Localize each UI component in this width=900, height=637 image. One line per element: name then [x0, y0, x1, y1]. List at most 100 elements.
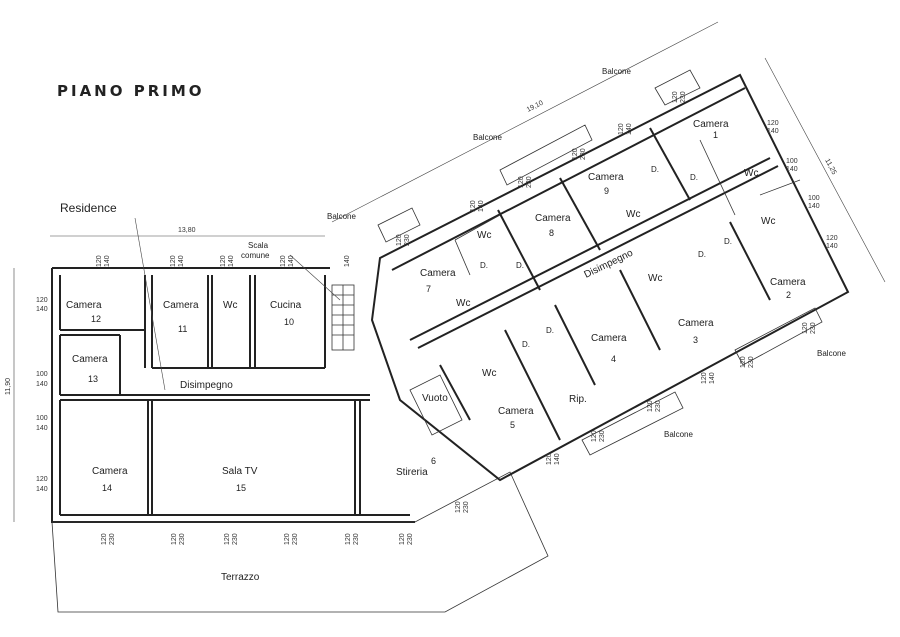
svg-text:230: 230	[109, 533, 116, 545]
room-cucina-10-label: Cucina	[270, 300, 302, 311]
room-wc-1-label: Wc	[744, 168, 758, 179]
room-camera-7-label: Camera	[420, 268, 456, 279]
svg-text:140: 140	[36, 425, 48, 432]
room-sala-tv-label: Sala TV	[222, 466, 258, 477]
room-d-5-label: D.	[698, 250, 706, 259]
svg-text:120: 120	[740, 356, 747, 368]
svg-text:140: 140	[36, 381, 48, 388]
svg-text:140: 140	[826, 243, 838, 250]
room-rip-label: Rip.	[569, 394, 587, 405]
svg-text:230: 230	[655, 400, 662, 412]
svg-text:120: 120	[470, 200, 477, 212]
svg-text:100: 100	[786, 158, 798, 165]
balcony-label-2: Balcone	[473, 133, 502, 142]
page-title: PIANO PRIMO	[57, 82, 205, 100]
room-camera-13-label: Camera	[72, 354, 108, 365]
svg-text:230: 230	[526, 176, 533, 188]
svg-text:140: 140	[554, 453, 561, 465]
svg-text:120: 120	[647, 400, 654, 412]
svg-text:230: 230	[404, 234, 411, 246]
svg-text:140: 140	[344, 255, 351, 267]
room-d-2-label: D.	[516, 261, 524, 270]
room-wc-9-label: Wc	[626, 209, 640, 220]
balconies	[377, 69, 823, 456]
room-camera-14-num: 14	[102, 483, 112, 493]
vuoto-outline	[409, 374, 463, 436]
room-camera-3-num: 3	[693, 335, 698, 345]
svg-text:120: 120	[591, 430, 598, 442]
room-camera-12-label: Camera	[66, 300, 102, 311]
svg-text:120: 120	[345, 533, 352, 545]
room-wc-3-label: Wc	[648, 273, 662, 284]
annotations: Residence Scala comune 13,80 11,90 19,10…	[5, 100, 837, 395]
room-camera-7-num: 7	[426, 284, 431, 294]
room-d-6-label: D.	[724, 237, 732, 246]
left-width-dim: 13,80	[178, 227, 196, 234]
svg-text:120: 120	[36, 297, 48, 304]
svg-text:120: 120	[224, 533, 231, 545]
svg-text:230: 230	[680, 91, 687, 103]
svg-text:100: 100	[36, 415, 48, 422]
svg-text:120: 120	[672, 91, 679, 103]
svg-text:140: 140	[104, 255, 111, 267]
svg-text:140: 140	[808, 203, 820, 210]
balcony-label-5: Balcone	[664, 430, 693, 439]
svg-text:140: 140	[36, 306, 48, 313]
room-camera-2-label: Camera	[770, 277, 806, 288]
left-height-dim: 11,90	[5, 378, 12, 395]
room-camera-3-label: Camera	[678, 318, 714, 329]
svg-text:230: 230	[179, 533, 186, 545]
room-cucina-10-num: 10	[284, 317, 294, 327]
svg-text:120: 120	[618, 123, 625, 135]
comune-label: comune	[241, 251, 270, 260]
room-d-4-label: D.	[690, 173, 698, 182]
svg-text:120: 120	[518, 176, 525, 188]
room-labels: Camera 12 Camera 11 Wc Cucina 10 Camera …	[66, 119, 806, 583]
room-d-3-label: D.	[651, 165, 659, 174]
svg-text:120: 120	[826, 235, 838, 242]
room-camera-4-label: Camera	[591, 333, 627, 344]
svg-text:120: 120	[455, 501, 462, 513]
svg-text:230: 230	[463, 501, 470, 513]
svg-text:100: 100	[36, 371, 48, 378]
room-camera-11-label: Camera	[163, 300, 199, 311]
svg-text:120: 120	[701, 372, 708, 384]
svg-text:230: 230	[810, 322, 817, 334]
room-camera-1-label: Camera	[693, 119, 729, 130]
svg-text:120: 120	[284, 533, 291, 545]
room-camera-1-num: 1	[713, 130, 718, 140]
svg-text:120: 120	[396, 234, 403, 246]
svg-text:120: 120	[171, 533, 178, 545]
svg-text:230: 230	[580, 148, 587, 160]
svg-text:120: 120	[220, 255, 227, 267]
residence-label: Residence	[60, 201, 117, 215]
room-d-1-label: D.	[480, 261, 488, 270]
room-sala-tv-num: 15	[236, 483, 246, 493]
svg-text:230: 230	[232, 533, 239, 545]
svg-text:140: 140	[786, 166, 798, 173]
room-wc-7-label: Wc	[456, 298, 470, 309]
room-camera-11-num: 11	[178, 324, 187, 334]
right-height-dim: 11,25	[823, 158, 837, 176]
room-camera-8-label: Camera	[535, 213, 571, 224]
svg-text:230: 230	[407, 533, 414, 545]
balcony-label-4: Balcone	[817, 349, 846, 358]
svg-text:230: 230	[292, 533, 299, 545]
svg-text:230: 230	[748, 356, 755, 368]
terrazzo-outline	[51, 471, 549, 613]
svg-text:140: 140	[709, 372, 716, 384]
svg-text:120: 120	[280, 255, 287, 267]
svg-text:120: 120	[170, 255, 177, 267]
room-camera-13-num: 13	[88, 374, 98, 384]
room-camera-9-label: Camera	[588, 172, 624, 183]
svg-text:140: 140	[626, 123, 633, 135]
svg-text:140: 140	[36, 486, 48, 493]
room-disimpegno-left-label: Disimpegno	[180, 380, 233, 391]
svg-text:120: 120	[546, 453, 553, 465]
scala-label: Scala	[248, 241, 269, 250]
room-terrazzo-label: Terrazzo	[221, 572, 260, 583]
room-camera-14-label: Camera	[92, 466, 128, 477]
room-camera-9-num: 9	[604, 186, 609, 196]
svg-text:230: 230	[353, 533, 360, 545]
